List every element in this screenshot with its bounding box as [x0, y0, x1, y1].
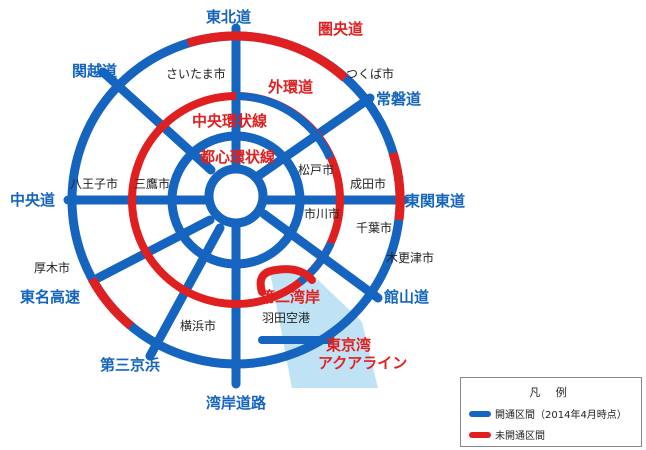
- city-yokohama: 横浜市: [180, 318, 216, 333]
- city-saitama: さいたま市: [166, 66, 226, 81]
- gaikan-open-section: [235, 92, 334, 160]
- label-gaikan: 外環道: [267, 78, 313, 96]
- city-atsugi: 厚木市: [34, 260, 70, 275]
- legend-unopened-swatch: [469, 431, 491, 438]
- toshin-kanjo-ring-line: [204, 164, 268, 228]
- tokyo-bay-area: [270, 268, 378, 388]
- label-aqualine: 東京湾 アクアライン: [318, 336, 407, 372]
- legend-open-swatch: [469, 410, 491, 417]
- legend-unopened-label: 未開通区間: [495, 431, 545, 442]
- city-kisarazu: 木更津市: [386, 250, 434, 265]
- city-matsudo: 松戸市: [298, 162, 334, 177]
- label-kanetsu: 関越道: [72, 62, 117, 80]
- label-tomei: 東名高速: [20, 288, 80, 306]
- label-tateyama: 館山道: [383, 288, 429, 306]
- legend-title: 凡 例: [529, 386, 573, 399]
- label-toshin-kanjo: 都心環状線: [199, 148, 275, 166]
- city-ichikawa: 市川市: [304, 206, 340, 221]
- city-narita: 成田市: [350, 176, 386, 191]
- legend-open: 開通区間（2014年4月時点）: [469, 406, 641, 421]
- label-chuo: 中央道: [10, 191, 55, 209]
- label-daini-wangan: 第二湾岸: [260, 288, 320, 306]
- city-haneda: 羽田空港: [262, 311, 310, 325]
- gaikan-open-section-east: [297, 241, 335, 286]
- chuo-kanjo-ring-line: [167, 131, 305, 269]
- label-tohoku: 東北道: [206, 8, 251, 26]
- label-kenodo: 圏央道: [318, 20, 363, 38]
- city-mitaka: 三鷹市: [134, 176, 170, 191]
- daini-wangan-line: [256, 265, 316, 296]
- city-tsukuba: つくば市: [346, 66, 394, 81]
- label-higashi-kanto: 東関東道: [405, 192, 465, 210]
- kenodo-unopened-east: [388, 151, 405, 221]
- legend-open-label: 開通区間（2014年4月時点）: [495, 410, 627, 421]
- label-joban: 常磐道: [376, 90, 421, 108]
- tomei-route-line: [93, 215, 215, 283]
- city-hachioji: 八王子市: [70, 176, 118, 191]
- label-aqualine-line2: アクアライン: [318, 354, 407, 372]
- label-aqualine-line1: 東京湾: [326, 336, 371, 354]
- legend-unopened: 未開通区間: [469, 427, 641, 442]
- kenodo-unopened-southwest: [88, 276, 134, 330]
- legend: 凡 例 開通区間（2014年4月時点） 未開通区間: [460, 377, 642, 447]
- kenodo-unopened-north: [186, 31, 349, 82]
- label-wangan: 湾岸道路: [206, 394, 267, 412]
- label-chuo-kanjo: 中央環状線: [192, 112, 267, 130]
- city-chiba: 千葉市: [356, 220, 392, 235]
- label-daisan-keihin: 第三京浜: [100, 356, 160, 374]
